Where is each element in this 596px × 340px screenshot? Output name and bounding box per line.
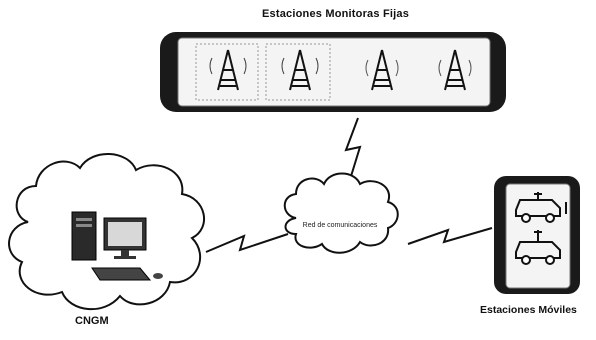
radio-tower-icon — [365, 49, 399, 91]
lightning-bolt-link-icon — [407, 227, 493, 245]
cloud-icon — [283, 172, 399, 254]
radio-tower-icon — [281, 49, 319, 91]
mobile-van-icon — [515, 230, 561, 265]
radio-tower-icon — [438, 49, 472, 91]
lightning-bolt-link-icon — [344, 117, 362, 187]
computer-workstation-icon — [71, 211, 163, 281]
mobile-stations-label: Estaciones Móviles — [480, 304, 577, 316]
fixed-stations-panel — [160, 32, 506, 112]
fixed-stations-label: Estaciones Monitoras Fijas — [262, 8, 410, 20]
network-label: Red de comunicaciones — [302, 222, 378, 229]
lightning-bolt-link-icon — [205, 233, 289, 253]
radio-tower-icon — [209, 49, 247, 91]
mobile-van-icon — [515, 192, 567, 223]
cngm-label: CNGM — [75, 315, 109, 327]
